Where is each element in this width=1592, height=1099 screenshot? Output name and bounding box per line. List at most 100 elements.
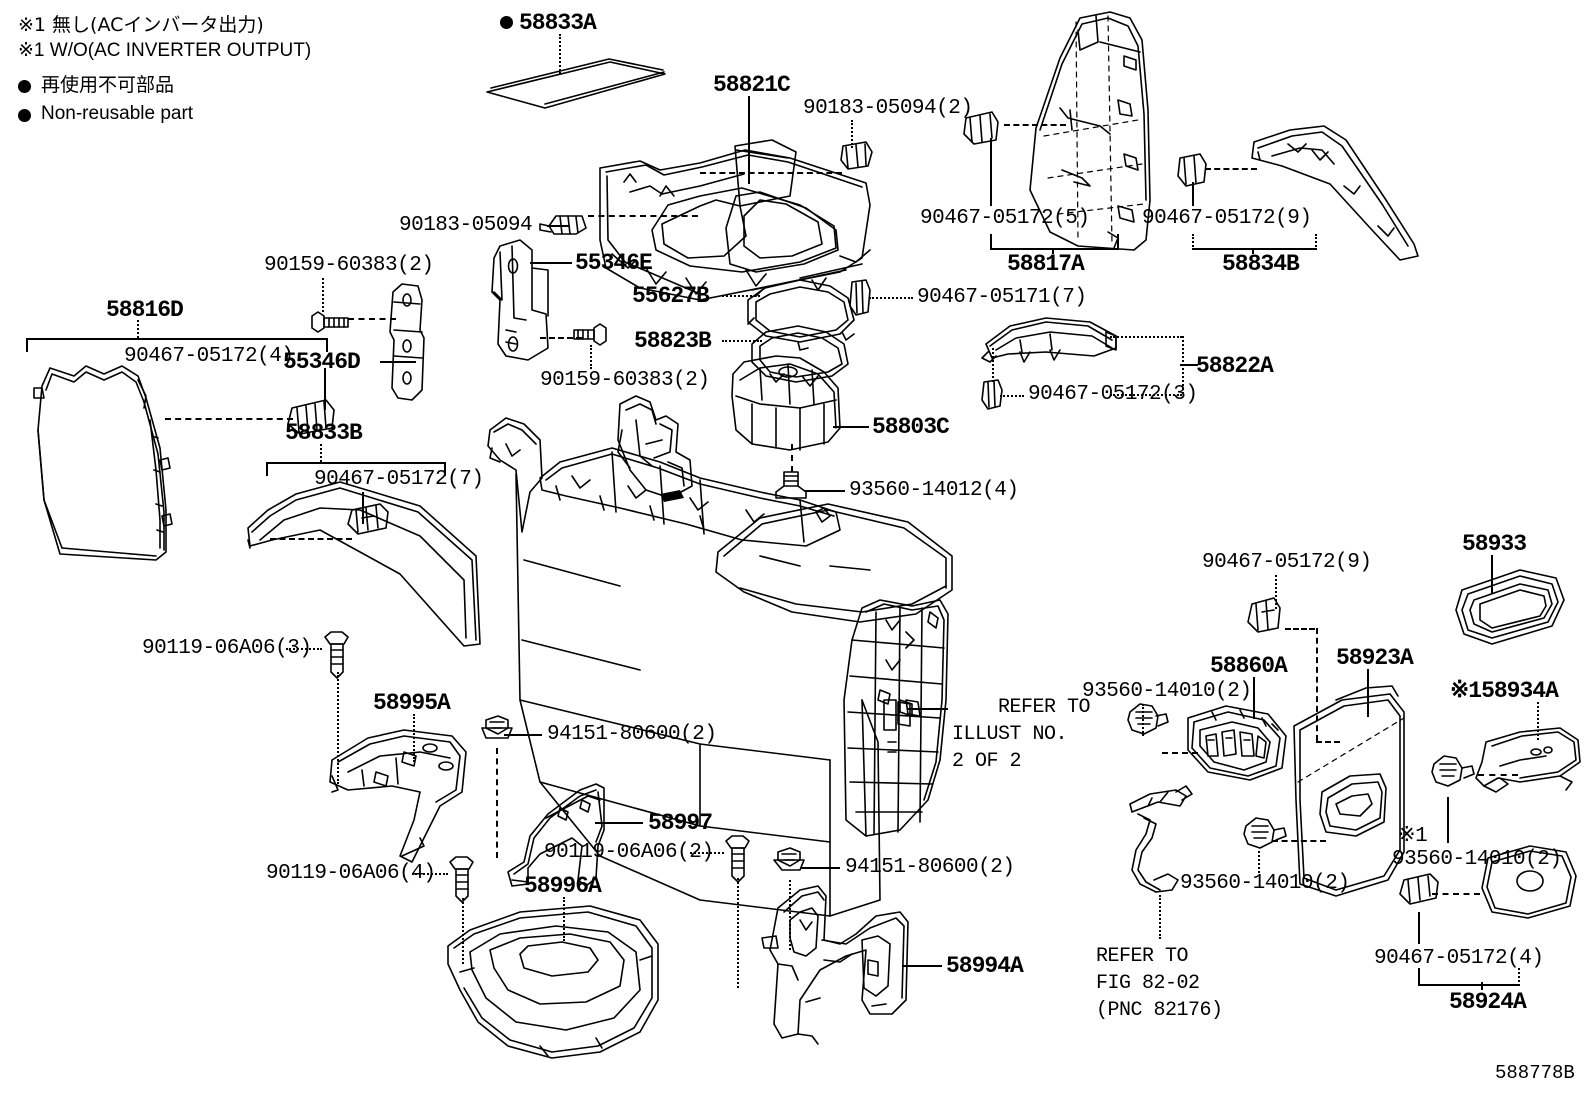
assembly-dash-58803c	[791, 444, 793, 472]
nonreusable-marker-jp-icon	[18, 80, 31, 93]
callout-94151-80600-2-lower: 94151-80600(2)	[845, 856, 1015, 879]
bracket-58833b	[266, 462, 446, 476]
callout-58924a: 58924A	[1449, 989, 1527, 1015]
assembly-dash-58924a	[1432, 893, 1480, 895]
part-93560-14010-2-left-bolt-shape	[1128, 704, 1168, 734]
callout-90119-06a06-4: 90119-06A06(4)	[266, 862, 436, 885]
leader-90159-60383-2-right	[590, 345, 592, 369]
callout-94151-80600-2-upper: 94151-80600(2)	[547, 723, 717, 746]
callout-55346d: 55346D	[283, 349, 361, 375]
part-58933-shape	[1456, 570, 1564, 644]
callout-55346e: 55346E	[575, 250, 653, 276]
part-58833b-shape	[248, 482, 480, 646]
callout-58817a: 58817A	[1007, 251, 1085, 277]
part-93560-14010-2-right-bolt-shape	[1432, 756, 1474, 786]
leader-58833b	[320, 444, 322, 462]
callout-90467-05172-4-left: 90467-05172(4)	[124, 345, 294, 368]
callout-90467-05172-7: 90467-05172(7)	[314, 468, 484, 491]
part-main-console-body-shape	[488, 396, 952, 916]
leader-94151-80600-2-lower	[800, 867, 840, 869]
assembly-dash-58817a	[1004, 124, 1066, 126]
callout-58860a: 58860A	[1210, 653, 1288, 679]
assembly-dash-55346d	[348, 318, 396, 320]
callout-55627b: 55627B	[632, 283, 710, 309]
leader-58833a	[559, 34, 561, 74]
assembly-dot-58994a-nut	[789, 880, 791, 950]
leader-90119-06a06-4	[412, 873, 448, 875]
callout-58821c: 58821C	[713, 72, 791, 98]
leader-90467-05172-7	[362, 492, 364, 524]
leader-90119-06a06-3	[286, 648, 322, 650]
part-90159-60383-2-screw-left-shape	[312, 312, 348, 332]
leader-90467-05172-3	[1000, 395, 1024, 397]
part-93560-14012-4-bolt-shape	[776, 472, 806, 498]
bracket-58822a-bottom	[1110, 394, 1182, 396]
part-93560-14010-2-center-bolt-shape	[1244, 818, 1286, 848]
leader-90467-05172-5	[990, 138, 992, 206]
callout-90183-05094-2: 90183-05094(2)	[803, 97, 973, 120]
part-90159-60383-2-screw-right-shape	[574, 324, 606, 345]
callout-90159-60383-2-right: 90159-60383(2)	[540, 369, 710, 392]
assembly-dash-58923a-clip	[1285, 628, 1315, 630]
assembly-dot-58994a-screw	[737, 878, 739, 988]
callout-93560-14010-2-bottom: 93560-14010(2)	[1180, 872, 1350, 895]
callout-58934a: ※158934A	[1450, 678, 1559, 704]
callout-58803c: 58803C	[872, 414, 950, 440]
leader-90467-05172-4-left	[324, 368, 326, 410]
leader-58934a	[1537, 702, 1539, 740]
legend-note-jp: ※1 無し(ACインバータ出力)	[18, 14, 264, 36]
callout-90467-05172-5: 90467-05172(5)	[920, 207, 1090, 230]
leader-refer-fig	[1159, 895, 1161, 939]
callout-marker-note1: ※1	[1398, 825, 1428, 848]
part-55346e-shape	[492, 240, 548, 360]
refer-illust-note: REFER TO ILLUST NO. 2 OF 2	[952, 667, 1091, 802]
assembly-dot-58995a	[337, 672, 339, 784]
part-58994a-shape	[762, 886, 908, 1044]
assembly-dash-58834b	[1205, 168, 1257, 170]
part-58997-shape	[508, 784, 604, 886]
callout-58923a: 58923A	[1336, 645, 1414, 671]
bracket-58822a	[1110, 336, 1184, 394]
leader-90467-05171-7	[869, 297, 913, 299]
part-90119-06a06-2-screw-shape	[726, 836, 749, 882]
callout-93560-14010-2-right: 93560-14010(2)	[1392, 848, 1562, 871]
bracket-58817a	[990, 234, 1119, 250]
leader-58923a	[1367, 669, 1369, 717]
assembly-dash-58934a	[1478, 774, 1518, 776]
leader-58821c	[748, 96, 750, 184]
callout-90467-05171-7: 90467-05171(7)	[917, 286, 1087, 309]
callout-93560-14010-2-left: 93560-14010(2)	[1082, 680, 1252, 703]
leader-93560-14010-2-bottom	[1258, 851, 1260, 873]
callout-58816d: 58816D	[106, 297, 184, 323]
leader-90183-05094-2	[851, 120, 853, 148]
leader-55346e	[530, 262, 572, 264]
assembly-dash-58860a	[1162, 752, 1198, 754]
legend-nonreusable-en: Non-reusable part	[41, 103, 194, 124]
part-55346d-shape	[390, 284, 424, 400]
assembly-dash-58997	[496, 748, 498, 858]
leader-90183-05094	[547, 225, 569, 227]
leader-55627b	[722, 295, 760, 297]
part-58803c-shape	[732, 356, 840, 450]
refer-fig-note: REFER TO FIG 82-02 (PNC 82176)	[1096, 945, 1223, 1022]
callout-90467-05172-9-upper: 90467-05172(9)	[1142, 207, 1312, 230]
callout-58995a: 58995A	[373, 690, 451, 716]
leader-94151-80600-2-upper	[504, 734, 542, 736]
leader-58834b	[1252, 248, 1254, 254]
part-58822a-shape	[982, 318, 1116, 362]
leader-90467-05172-4-right	[1418, 912, 1420, 944]
part-90467-05172-4-right-clip-shape	[1400, 874, 1438, 904]
leader-58994a	[902, 965, 942, 967]
refer-illust-line1: REFER TO ILLUST NO. 2 OF 2	[952, 696, 1091, 773]
assembly-dash-58833b	[270, 538, 352, 540]
bracket-58822a-top	[1110, 336, 1182, 338]
callout-58833a: 58833A	[519, 10, 597, 36]
legend-note-en: ※1 W/O(AC INVERTER OUTPUT)	[18, 40, 312, 61]
leader-93560-14010-2-right	[1447, 797, 1449, 843]
part-58996a-shape	[448, 906, 658, 1058]
callout-58997: 58997	[648, 810, 713, 836]
callout-93560-14012-4: 93560-14012(4)	[849, 479, 1019, 502]
assembly-dash-90183-05094	[588, 215, 698, 217]
